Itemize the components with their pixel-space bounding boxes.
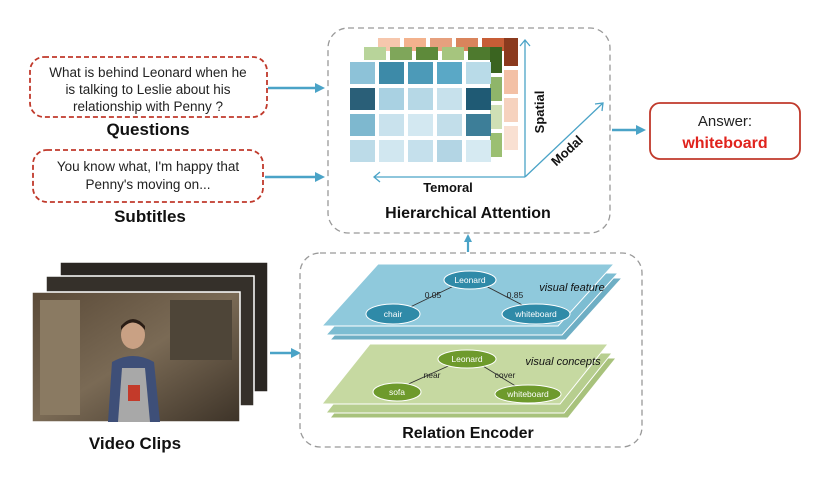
question-line-2: is talking to Leslie about his [65, 82, 230, 97]
concept-edge-right-relation: cover [495, 370, 516, 380]
visual-concepts-label: visual concepts [525, 356, 601, 368]
feature-node-chair [365, 303, 421, 325]
video-clips-label: Video Clips [89, 434, 181, 453]
temporal-axis-label: Temoral [423, 180, 473, 195]
subtitles-group: You know what, I'm happy that Penny's mo… [32, 149, 264, 226]
video-scene-shelf [170, 300, 232, 360]
subtitles-label: Subtitles [114, 207, 186, 226]
concept-node-sofa [372, 382, 422, 402]
feature-node-whiteboard-label: whiteboard [514, 309, 557, 319]
spatial-axis-label: Spatial [532, 91, 547, 134]
modal-axis-arrowhead [594, 102, 604, 112]
questions-group: What is behind Leonard when he is talkin… [29, 56, 268, 139]
spatial-axis-arrowhead [519, 38, 531, 47]
answer-value: whiteboard [681, 135, 767, 152]
relation-encoder-group: Leonard chair whiteboard 0.05 0.85 visua… [299, 252, 643, 448]
attention-layer-middle [364, 47, 502, 157]
attention-layer-front [350, 62, 491, 162]
video-clips-group: Video Clips [31, 261, 269, 453]
concept-node-whiteboard [494, 384, 562, 404]
feature-node-chair-label: chair [384, 309, 403, 319]
temporal-axis-arrowhead [372, 171, 381, 183]
questions-label: Questions [106, 120, 189, 139]
concept-node-whiteboard-label: whiteboard [506, 389, 549, 399]
feature-edge-right-weight: 0.85 [507, 290, 524, 300]
subtitle-box [32, 149, 264, 203]
hierarchical-attention-group: Temoral Spatial Modal Hierarchical Atten… [327, 27, 611, 234]
video-scene-door [40, 300, 80, 415]
concept-edge-left [403, 362, 456, 387]
video-scene-person-head [121, 321, 145, 349]
feature-edge-left [403, 282, 461, 311]
video-scene-person-hair [121, 319, 145, 330]
relation-encoder-title: Relation Encoder [402, 425, 534, 442]
concept-node-sofa-label: sofa [389, 387, 405, 397]
question-line-1: What is behind Leonard when he [49, 65, 246, 80]
modal-axis [524, 102, 604, 178]
feature-node-leonard [443, 270, 497, 290]
feature-node-leonard-label: Leonard [454, 275, 485, 285]
answer-box [649, 102, 801, 160]
concept-node-leonard-label: Leonard [451, 354, 482, 364]
subtitle-line-2: Penny's moving on... [86, 177, 211, 192]
video-scene-emblem [128, 385, 140, 401]
question-line-3: relationship with Penny ? [73, 99, 223, 114]
answer-group: Answer: whiteboard [649, 102, 801, 160]
visual-feature-plate-group: Leonard chair whiteboard 0.05 0.85 visua… [320, 263, 624, 341]
concept-edge-left-relation: near [423, 370, 440, 380]
answer-prefix: Answer: [698, 113, 752, 130]
feature-node-whiteboard [501, 303, 571, 325]
visual-feature-label: visual feature [539, 282, 604, 294]
subtitle-line-1: You know what, I'm happy that [57, 159, 239, 174]
attention-title: Hierarchical Attention [385, 205, 551, 222]
feature-edge-left-weight: 0.05 [425, 290, 442, 300]
question-box [29, 56, 268, 118]
concept-node-leonard [437, 349, 497, 369]
visual-concepts-plate-group: Leonard sofa whiteboard near cover visua… [320, 343, 618, 419]
